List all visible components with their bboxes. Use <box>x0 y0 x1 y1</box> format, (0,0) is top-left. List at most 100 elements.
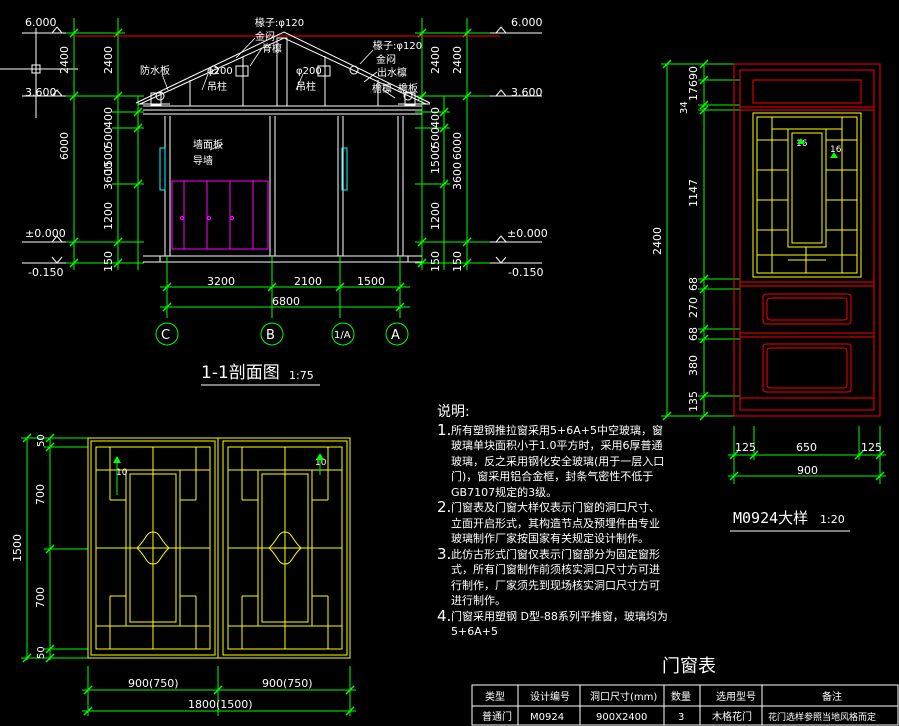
level-label: ±0.000 <box>25 227 66 240</box>
schedule-cell: 900X2400 <box>596 712 647 723</box>
axis-label: 1/A <box>334 330 351 341</box>
dim-text: 900(750) <box>262 677 313 690</box>
dim-text: 400 <box>102 107 115 128</box>
dim-text: 700 <box>34 587 47 608</box>
dim-text: 68 <box>687 277 700 291</box>
door-detail-dimensions <box>661 63 886 484</box>
axis-label: A <box>391 328 400 343</box>
door-detail: 90 176 34 1147 68 270 68 380 135 2400 12… <box>651 59 886 532</box>
cyan-window-marks <box>159 147 348 191</box>
axis-label: B <box>266 328 275 343</box>
level-label: 6.000 <box>25 16 57 29</box>
schedule-header: 备注 <box>822 690 842 703</box>
section-doors <box>171 180 269 250</box>
level-marks-left <box>22 26 66 264</box>
detail-arrows <box>797 138 838 158</box>
dim-text: 2400 <box>102 46 115 74</box>
schedule-header: 数量 <box>671 690 691 703</box>
level-label: -0.150 <box>508 266 543 279</box>
label-purlin: 脊檩 <box>262 42 282 55</box>
dim-text: 6800 <box>272 295 300 308</box>
schedule-header: 洞口尺寸(mm) <box>590 690 657 703</box>
note-item: 4. 门窗采用塑钢 D型-88系列平推窗，玻璃均为5+6A+5 <box>437 608 669 640</box>
dim-text: 50 <box>36 434 47 447</box>
dim-text: 135 <box>687 391 700 412</box>
dim-text: 6000 <box>58 132 71 160</box>
dim-text: 1800(1500) <box>188 698 253 711</box>
dim-text: 125 <box>861 441 882 454</box>
label-out-purlin: 出水檩 <box>377 66 407 79</box>
label-hang: 吊柱 <box>296 80 316 93</box>
label-leaders <box>161 37 396 151</box>
axis-label: C <box>161 328 170 343</box>
dim-text: 50 <box>36 646 47 659</box>
door-window-schedule: 门窗表 类型 设计编号 洞口尺寸(mm) 数量 选用型号 备注 普通门 M092… <box>471 656 899 726</box>
note-item: 2. 门窗表及门窗大样仅表示门窗的洞口尺寸、立面开启形式，其构造节点及预埋件由专… <box>437 499 669 547</box>
dim-text: 176 <box>687 80 700 101</box>
dim-text: 150 <box>451 251 464 272</box>
dim-text: 1500 <box>11 534 24 562</box>
note-text: 门窗采用塑钢 D型-88系列平推窗，玻璃均为5+6A+5 <box>451 609 668 639</box>
note-text: 此仿古形式门窗仅表示门窗部分为固定窗形式，所有门窗制作前须核实洞口尺寸方可进行制… <box>451 547 660 608</box>
axis-bubbles <box>155 322 409 346</box>
door-detail-title: M0924大样 <box>733 509 808 527</box>
dim-text: 1200 <box>429 202 442 230</box>
label-eave-purlin: 檐檩 <box>372 82 392 95</box>
dim-text: 1500 <box>102 146 115 174</box>
schedule-cell: 普通门 <box>482 710 512 723</box>
window-mark: 10 <box>116 468 128 478</box>
window-mark: 10 <box>315 458 327 468</box>
schedule-header: 类型 <box>485 690 505 703</box>
label-gutter: 檐板 <box>398 82 418 95</box>
cad-crosshair <box>0 28 78 118</box>
dim-text: 380 <box>687 355 700 376</box>
dim-text: 6000 <box>451 132 464 160</box>
dim-text: 2400 <box>451 46 464 74</box>
door-detail-scale: 1:20 <box>820 513 845 526</box>
schedule-cell: 花门选样参照当地风格而定 <box>768 711 876 723</box>
dim-text: 90 <box>687 66 700 80</box>
dim-text: 400 <box>429 107 442 128</box>
dim-text: 1200 <box>102 202 115 230</box>
dim-text: 2400 <box>651 227 664 255</box>
schedule-cell: M0924 <box>530 712 564 723</box>
dim-text: 270 <box>687 297 700 318</box>
level-marks-right <box>490 26 542 264</box>
dim-text: 150 <box>429 251 442 272</box>
label-column: φ200 <box>207 66 233 77</box>
schedule-title: 门窗表 <box>662 656 716 677</box>
section-scale: 1:75 <box>289 369 314 382</box>
note-item: 3. 此仿古形式门窗仅表示门窗部分为固定窗形式，所有门窗制作前须核实洞口尺寸方可… <box>437 546 669 609</box>
dimension-ticks <box>69 28 472 268</box>
dim-text: 650 <box>796 441 817 454</box>
note-text: 门窗表及门窗大样仅表示门窗的洞口尺寸、立面开启形式，其构造节点及预埋件由专业玻璃… <box>451 501 660 545</box>
dim-text: 2100 <box>294 275 322 288</box>
dimension-ticks <box>662 59 885 481</box>
schedule-header: 选用型号 <box>716 690 756 703</box>
schedule-header: 设计编号 <box>530 690 570 703</box>
label-guide-wall: 导墙 <box>193 154 213 167</box>
notes-title: 说明: <box>437 404 470 420</box>
note-number: 1. <box>437 420 452 439</box>
dim-text: 3600 <box>102 162 115 190</box>
level-label: 3.600 <box>25 86 57 99</box>
label-rafter: 椽子:φ120 <box>373 39 422 52</box>
dim-text: 2400 <box>429 46 442 74</box>
dim-text: 3600 <box>451 162 464 190</box>
window-arrows <box>113 453 324 463</box>
label-gold: 金闷 <box>376 53 396 66</box>
level-label: 3.600 <box>511 86 543 99</box>
design-notes: 说明: 1. 所有塑钢推拉窗采用5+6A+5中空玻璃，窗玻璃单块面积小于1.0平… <box>437 404 669 640</box>
label-hang: 吊柱 <box>207 80 227 93</box>
window-elevation: 50 700 700 50 1500 900(750) 900(750) 180… <box>11 433 356 716</box>
window-dimensions <box>21 437 356 716</box>
section-1-1: 6.000 3.600 ±0.000 -0.150 6.000 3.600 ±0… <box>0 16 548 386</box>
dim-text: 700 <box>34 484 47 505</box>
level-label: ±0.000 <box>507 227 548 240</box>
dim-text: 900(750) <box>128 677 179 690</box>
dimension-ticks <box>162 282 405 312</box>
door-frame <box>733 63 881 417</box>
roof-structure <box>74 31 500 115</box>
dimension-ticks <box>22 433 355 716</box>
